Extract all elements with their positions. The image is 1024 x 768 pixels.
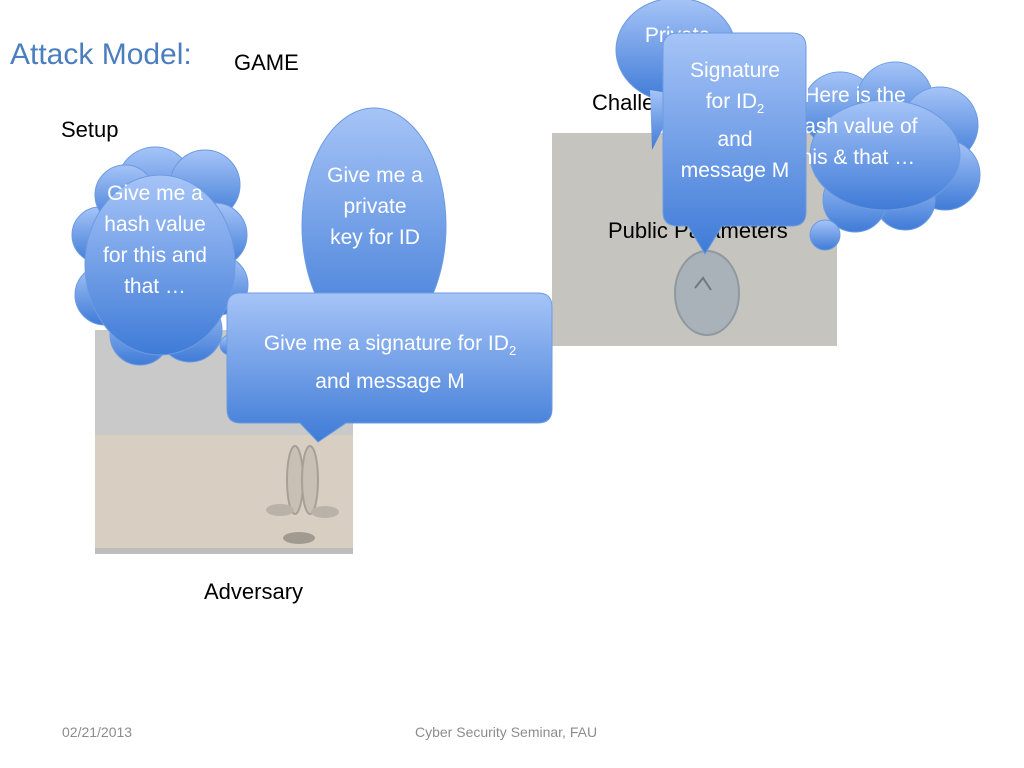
private-key-request-text: Give me a private key for ID: [327, 164, 423, 249]
signature-request-text: Give me a signature for ID2 and message …: [263, 332, 517, 394]
challenger-figure-icon: [674, 250, 740, 336]
footer-center: Cyber Security Seminar, FAU: [415, 724, 598, 740]
hash-request-text: Give me a hash value for this and that …: [103, 181, 207, 298]
signature-reply-callout: [662, 32, 807, 255]
signature-reply-line2: and message M: [680, 128, 790, 183]
hash-request-cloud: [71, 146, 249, 366]
game-label: GAME: [234, 50, 299, 75]
signature-reply-text: Signature for ID2 and message M: [676, 55, 794, 186]
hash-reply-text: Here is the hash value of this & that …: [792, 84, 918, 169]
signature-reply-line1: Signature for ID2: [690, 59, 780, 117]
footer-date: 02/21/2013: [62, 724, 133, 740]
hash-reply-cloud: [801, 61, 981, 251]
slide-title: Attack Model:: [10, 38, 192, 71]
adversary-figure-icon: [266, 445, 339, 544]
signature-request-callout: [226, 292, 553, 443]
setup-label: Setup: [61, 117, 119, 142]
adversary-label: Adversary: [204, 579, 304, 604]
